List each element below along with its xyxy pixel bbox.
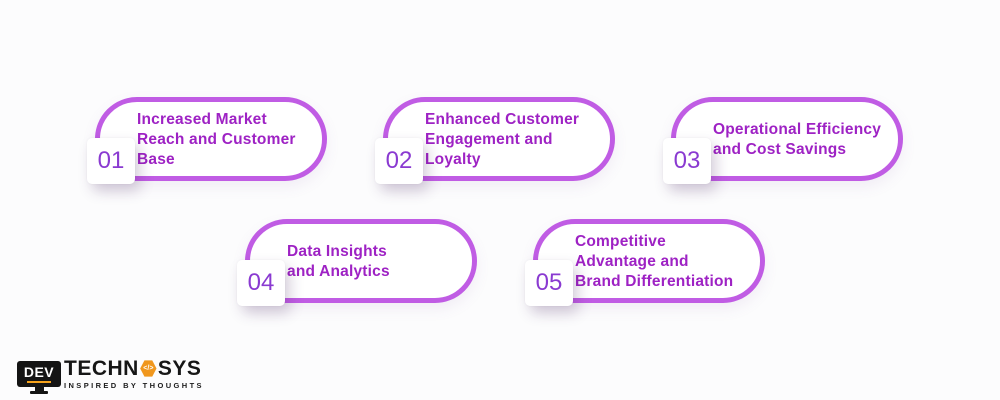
step-number-badge-3: 03: [663, 138, 711, 184]
benefit-title: Competitive Advantage and Brand Differen…: [575, 233, 734, 290]
benefit-title: Increased Market Reach and Customer Base: [137, 111, 296, 168]
logo-name-row: TECHN </> SYS: [64, 358, 201, 379]
logo-name-part1: TECHN: [64, 357, 139, 380]
monitor-stand-neck: [34, 387, 44, 391]
logo-underline: [27, 381, 51, 383]
benefit-title: Operational Efficiency and Cost Savings: [713, 121, 882, 158]
benefit-card-5: 05 Competitive Advantage and Brand Diffe…: [525, 219, 765, 306]
step-number: 05: [535, 269, 563, 296]
code-glyph: </>: [143, 365, 154, 372]
step-number-badge-2: 02: [375, 138, 423, 184]
benefit-title: Data Insights and Analytics: [287, 243, 390, 280]
benefit-title: Enhanced Customer Engagement and Loyalty: [425, 111, 580, 168]
benefit-card-2: 02 Enhanced Customer Engagement and Loya…: [375, 97, 615, 184]
step-number: 01: [97, 147, 125, 174]
logo-dev-text: DEV: [23, 364, 55, 380]
step-number: 02: [385, 147, 413, 174]
benefit-card-4: 04 Data Insights and Analytics: [237, 219, 477, 306]
monitor-stand-base: [30, 391, 48, 394]
step-number: 03: [673, 147, 701, 174]
step-number-badge-1: 01: [87, 138, 135, 184]
step-number-badge-4: 04: [237, 260, 285, 306]
code-hexagon-icon: </>: [140, 360, 157, 377]
monitor-screen: DEV: [17, 361, 61, 387]
dev-technosys-logo: DEV TECHN </> SYS INSPIRED BY THOUGHTS: [17, 358, 204, 394]
benefit-card-1: 01 Increased Market Reach and Customer B…: [87, 97, 327, 184]
logo-name-part2: SYS: [157, 357, 202, 380]
step-number: 04: [247, 269, 275, 296]
monitor-icon: DEV: [17, 361, 61, 394]
logo-wordmark: TECHN </> SYS INSPIRED BY THOUGHTS: [64, 358, 204, 390]
step-number-badge-5: 05: [525, 260, 573, 306]
logo-tagline: INSPIRED BY THOUGHTS: [64, 381, 204, 390]
benefit-card-3: 03 Operational Efficiency and Cost Savin…: [663, 97, 903, 184]
